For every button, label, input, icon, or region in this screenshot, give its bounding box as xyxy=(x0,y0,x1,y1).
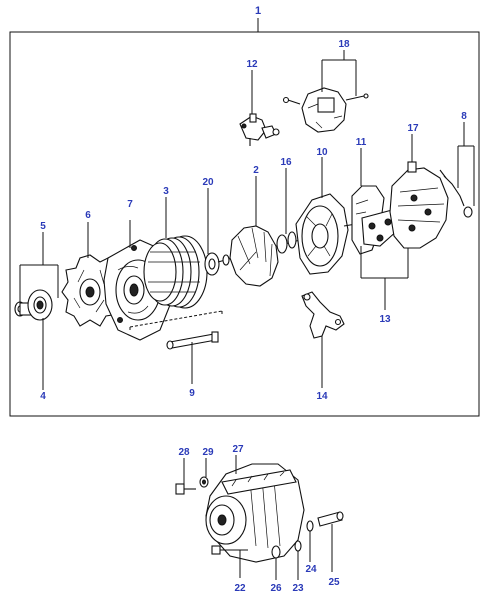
pulley-nut-part xyxy=(14,289,53,321)
bolt-22-part xyxy=(211,545,248,555)
callout-5: 5 xyxy=(40,221,46,232)
callout-9: 9 xyxy=(189,388,195,399)
main-frame xyxy=(9,31,480,417)
bolt-bracket-dashed xyxy=(129,310,223,331)
callout-26: 26 xyxy=(270,583,282,594)
callout-14: 14 xyxy=(316,391,328,402)
callout-8: 8 xyxy=(461,111,467,122)
bolt-28-part xyxy=(175,483,196,495)
through-bolt-part xyxy=(166,331,219,350)
callout-24: 24 xyxy=(305,564,317,575)
callout-22: 22 xyxy=(234,583,246,594)
brush-holder-part xyxy=(239,113,280,146)
rotor-part xyxy=(217,225,301,287)
callout-3: 3 xyxy=(163,186,169,197)
callout-29: 29 xyxy=(202,447,214,458)
front-bracket-part xyxy=(103,239,173,341)
callout-16: 16 xyxy=(280,157,292,168)
callout-18: 18 xyxy=(338,39,350,50)
terminal-screw-part xyxy=(439,169,473,218)
rear-cover-part xyxy=(389,161,449,249)
callout-6: 6 xyxy=(85,210,91,221)
callout-17: 17 xyxy=(407,123,419,134)
callout-10: 10 xyxy=(316,147,328,158)
adjust-bracket-part xyxy=(301,291,345,339)
washer-23-part xyxy=(294,540,302,552)
callout-23: 23 xyxy=(292,583,304,594)
assembled-alternator xyxy=(205,463,305,563)
spacer-24-part xyxy=(306,520,314,532)
callout-20: 20 xyxy=(202,177,214,188)
callout-13: 13 xyxy=(379,314,391,325)
callout-27: 27 xyxy=(232,444,244,455)
callout-11: 11 xyxy=(356,137,367,148)
callout-25: 25 xyxy=(328,577,340,588)
spacer-part xyxy=(204,252,220,276)
callout-4: 4 xyxy=(40,391,46,402)
rear-bracket-part xyxy=(295,193,357,275)
washer-26-part xyxy=(271,545,281,559)
callout-7: 7 xyxy=(127,199,133,210)
sleeve-25-part xyxy=(317,511,344,527)
stator-part xyxy=(143,235,208,309)
callout-2: 2 xyxy=(253,165,259,176)
regulator-part xyxy=(282,87,369,133)
callout-28: 28 xyxy=(178,447,190,458)
washer-29-part xyxy=(199,476,209,488)
rectifier-part xyxy=(351,185,399,255)
callout-1: 1 xyxy=(255,5,261,17)
callout-12: 12 xyxy=(246,59,258,70)
